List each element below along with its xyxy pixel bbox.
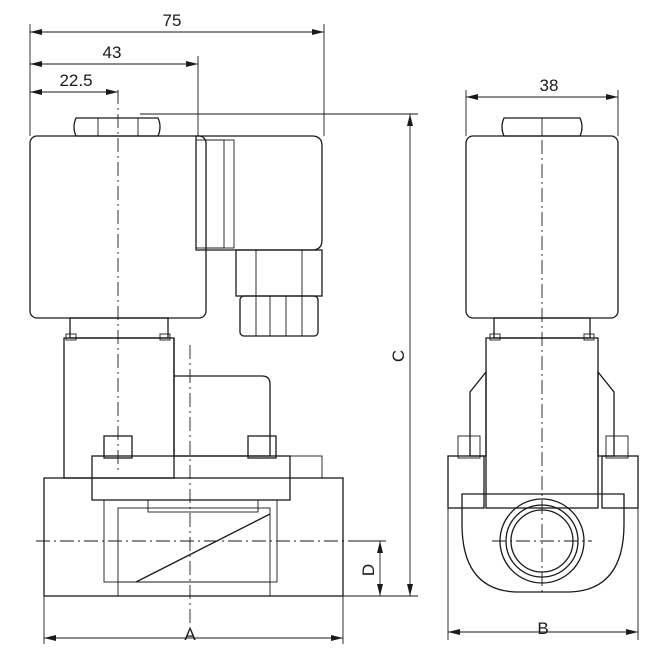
front-stepped-housing [173, 338, 271, 457]
dim-a-arrow-right [331, 635, 343, 641]
front-bolt-right [247, 435, 277, 459]
front-top-nut [73, 117, 161, 137]
dim-43-arrow-right [186, 61, 198, 67]
side-flange-ear-right [601, 455, 639, 509]
dim-43-label: 43 [103, 43, 122, 62]
dim-c-arrow-bottom [407, 584, 413, 596]
side-view [447, 117, 639, 596]
dim-d-arrow-top [377, 541, 383, 553]
dim-b-arrow-left [448, 629, 460, 635]
dim-43-arrow-left [30, 61, 42, 67]
front-body-inner-port [117, 507, 271, 583]
front-armature-tube [63, 337, 175, 479]
side-lower-body [461, 493, 625, 593]
dim-22-5-arrow-left [30, 89, 42, 95]
front-neck-clip-right [159, 333, 171, 341]
side-neck-clip-right [583, 333, 595, 341]
dim-c-label: C [389, 350, 408, 362]
dim-d-label: D [359, 564, 378, 576]
dim-38-label: 38 [540, 76, 559, 95]
side-support-left [469, 370, 487, 457]
side-flange-ear-left [447, 455, 485, 509]
dim-38-arrow-left [466, 94, 478, 100]
dim-22-5-label: 22.5 [59, 71, 92, 90]
front-connector-plug [195, 135, 323, 251]
front-flange-lower [147, 499, 259, 513]
dim-75-arrow-left [30, 29, 42, 35]
dim-b-arrow-right [626, 629, 638, 635]
front-connector-strip-outer [195, 139, 235, 249]
front-flange-step [289, 455, 323, 479]
front-cable-gland [235, 249, 323, 297]
front-gland-nut [239, 295, 319, 337]
side-top-nut [501, 117, 583, 137]
dimension-lines: 75 43 22.5 38 C D [29, 11, 639, 644]
dim-a-arrow-left [44, 635, 56, 641]
dim-c-arrow-top [407, 114, 413, 126]
side-bolt-left [457, 435, 481, 459]
dim-75-arrow-right [312, 29, 324, 35]
front-flow-diagonal [135, 513, 271, 583]
front-valve-body [43, 477, 344, 597]
dim-22-5-arrow-right [106, 89, 118, 95]
dim-d-arrow-bottom [377, 584, 383, 596]
side-bolt-right [605, 435, 629, 459]
front-body-groove [117, 581, 271, 597]
dim-b-label: B [537, 619, 548, 638]
front-coil-neck [69, 317, 169, 339]
front-connector-strip-inner [205, 139, 225, 249]
dim-75-label: 75 [163, 11, 182, 30]
front-view [29, 90, 352, 630]
dim-38-arrow-right [606, 94, 618, 100]
front-gland-inner [255, 249, 303, 297]
front-neck-clip-left [65, 333, 77, 341]
dim-a-label: A [184, 625, 196, 644]
side-neck-clip-left [489, 333, 501, 341]
